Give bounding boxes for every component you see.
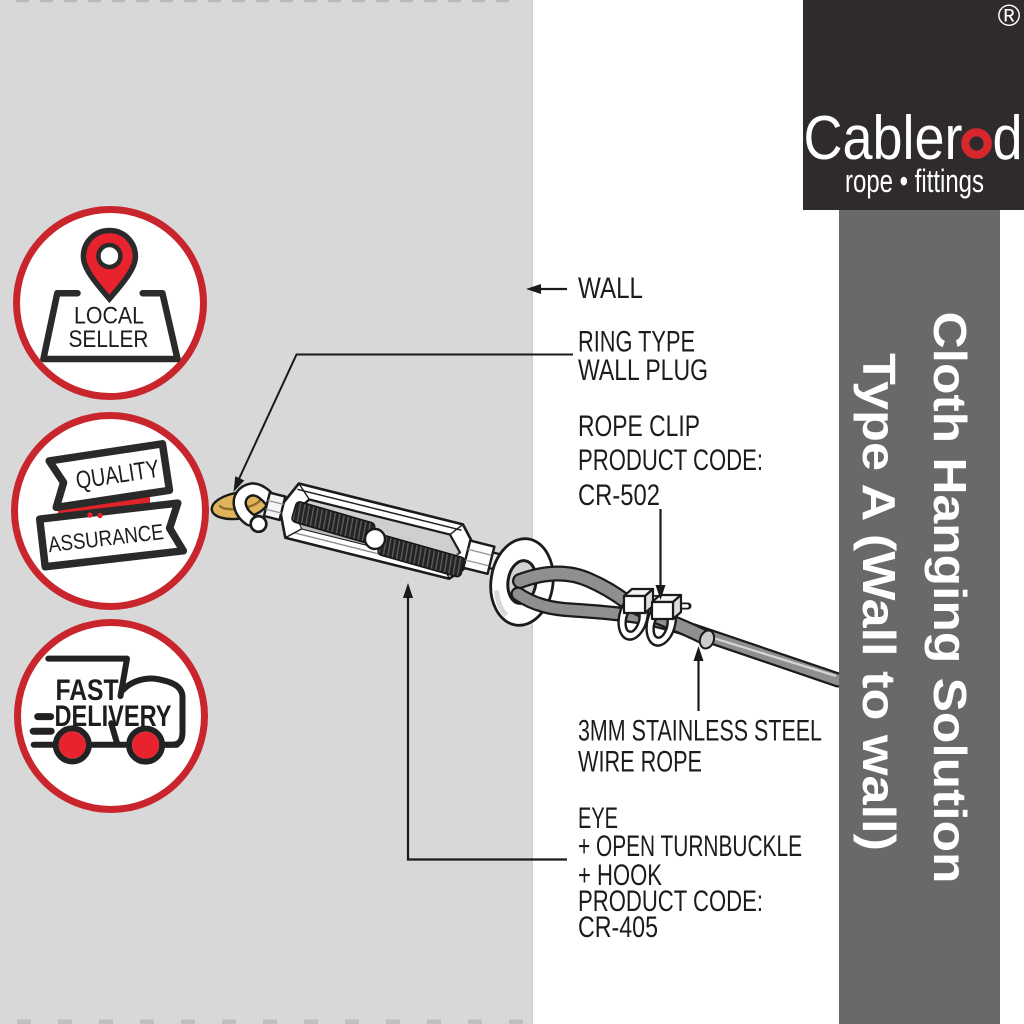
svg-text:3MM STAINLESS STEEL: 3MM STAINLESS STEEL xyxy=(578,715,822,748)
svg-text:ROPE CLIP: ROPE CLIP xyxy=(578,410,700,443)
svg-text:DELIVERY: DELIVERY xyxy=(55,700,172,733)
svg-text:Type A (Wall to wall): Type A (Wall to wall) xyxy=(853,353,905,851)
svg-text:SELLER: SELLER xyxy=(69,326,149,353)
svg-text:CR-405: CR-405 xyxy=(578,911,658,944)
svg-text:PRODUCT CODE:: PRODUCT CODE: xyxy=(578,444,763,477)
svg-text:CR-502: CR-502 xyxy=(578,479,660,512)
svg-text:LOCAL: LOCAL xyxy=(74,303,144,330)
svg-text:rope • fittings: rope • fittings xyxy=(845,163,984,199)
svg-text:FAST: FAST xyxy=(56,674,119,707)
svg-text:+ HOOK: + HOOK xyxy=(578,859,662,892)
svg-text:+ OPEN TURNBUCKLE: + OPEN TURNBUCKLE xyxy=(578,830,802,863)
svg-text:WIRE ROPE: WIRE ROPE xyxy=(578,746,702,779)
svg-text:Cloth Hanging Solution: Cloth Hanging Solution xyxy=(924,312,976,884)
svg-text:WALL PLUG: WALL PLUG xyxy=(578,354,708,387)
svg-text:WALL: WALL xyxy=(578,272,643,305)
svg-text:PRODUCT CODE:: PRODUCT CODE: xyxy=(578,885,763,918)
svg-text:RING TYPE: RING TYPE xyxy=(578,326,695,359)
svg-text:®: ® xyxy=(998,0,1021,33)
svg-text:EYE: EYE xyxy=(578,802,618,835)
